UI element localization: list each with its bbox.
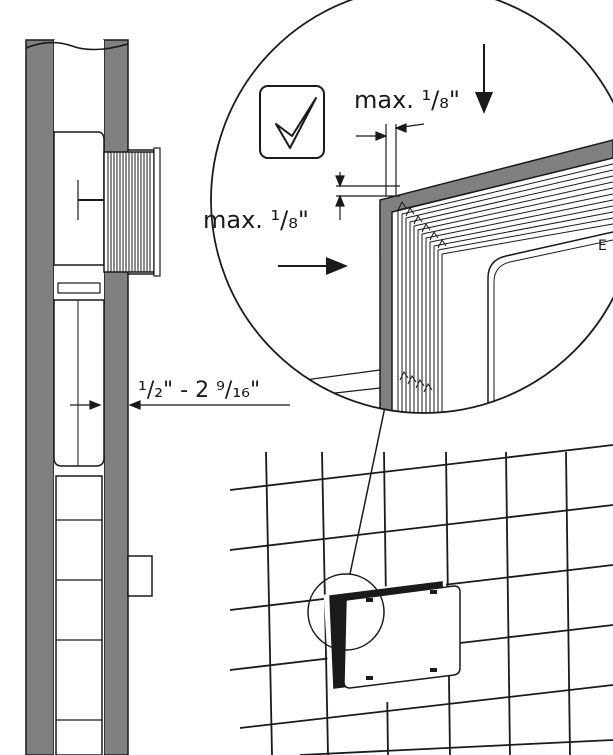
grille-ribs — [107, 152, 151, 272]
wall-outer-layer — [25, 39, 55, 755]
depth-range-label: ¹/₂" - 2 ⁹/₁₆" — [138, 378, 260, 403]
wall-inner-layer — [103, 39, 129, 755]
panel-cover — [343, 585, 461, 689]
wall-bracket — [127, 555, 153, 597]
detail-focus-circle — [307, 573, 385, 651]
cover-inner-edge — [487, 231, 613, 413]
detail-magnifier: E max. ¹/₈" max. ¹/₈" — [203, 0, 613, 414]
detail-leader-line — [349, 401, 387, 575]
conduit — [55, 475, 103, 755]
installed-panel — [307, 401, 461, 709]
depth-dimension — [70, 400, 290, 410]
housing-lower — [53, 299, 105, 467]
gap-top-label: max. ¹/₈" — [354, 86, 460, 114]
frame-border — [379, 139, 613, 413]
wall-cross-section: ¹/₂" - 2 ⁹/₁₆" — [25, 39, 290, 755]
arrow-down-icon — [475, 44, 493, 114]
arrow-right-icon — [278, 257, 348, 275]
frame-fins — [397, 157, 613, 413]
fin-tips — [397, 201, 447, 393]
svg-text:E: E — [598, 238, 607, 254]
gap-side-dimension — [335, 172, 400, 220]
detail-circle-border — [210, 0, 613, 414]
gap-side-label: max. ¹/₈" — [203, 206, 309, 234]
checkmark-icon — [259, 85, 325, 159]
gap-top-dimension — [356, 123, 425, 196]
housing-upper — [53, 131, 105, 266]
housing-clip — [57, 282, 101, 294]
